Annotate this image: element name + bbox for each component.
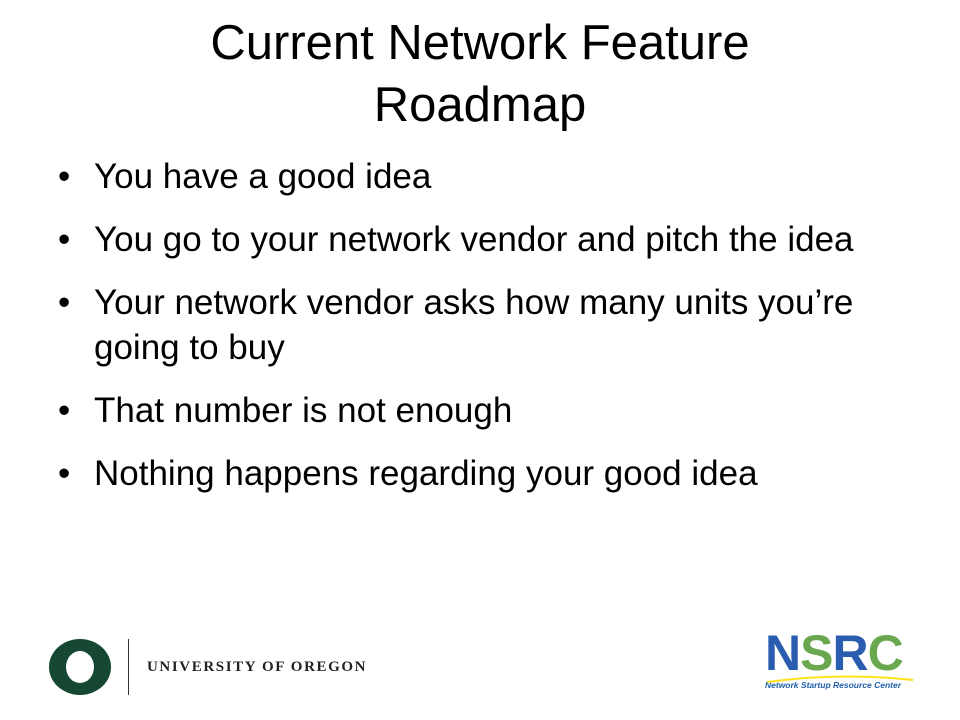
bullet-item: • Your network vendor asks how many unit… bbox=[58, 280, 918, 370]
bullet-marker: • bbox=[58, 220, 71, 259]
nsrc-letter-n: N bbox=[765, 625, 801, 681]
bullet-item: • You go to your network vendor and pitc… bbox=[58, 217, 918, 262]
nsrc-subtitle: Network Startup Resource Center bbox=[765, 680, 902, 690]
slide-title-line-1: Current Network Feature bbox=[210, 16, 750, 70]
bullet-text: That number is not enough bbox=[94, 391, 513, 430]
bullet-marker: • bbox=[58, 391, 71, 430]
bullet-list: • You have a good idea • You go to your … bbox=[58, 154, 918, 514]
nsrc-swoosh-icon bbox=[766, 675, 914, 683]
bullet-item: • You have a good idea bbox=[58, 154, 918, 199]
bullet-marker: • bbox=[58, 454, 71, 493]
nsrc-letters: NSRC bbox=[765, 628, 915, 678]
nsrc-letter-r: R bbox=[832, 625, 868, 681]
bullet-marker: • bbox=[58, 157, 71, 196]
slide-title: Current Network Feature Roadmap bbox=[60, 12, 900, 136]
nsrc-letter-s: S bbox=[800, 625, 833, 681]
bullet-text: Your network vendor asks how many units … bbox=[94, 283, 854, 367]
nsrc-logo: NSRC Network Startup Resource Center bbox=[765, 628, 915, 700]
slide-title-line-2: Roadmap bbox=[373, 78, 587, 132]
bullet-item: • Nothing happens regarding your good id… bbox=[58, 451, 918, 496]
bullet-marker: • bbox=[58, 283, 71, 322]
bullet-text: You have a good idea bbox=[94, 157, 432, 196]
bullet-item: • That number is not enough bbox=[58, 388, 918, 433]
nsrc-letter-c: C bbox=[867, 625, 904, 681]
university-of-oregon-o-logo-icon bbox=[49, 639, 111, 695]
footer-divider bbox=[128, 639, 129, 695]
bullet-text: Nothing happens regarding your good idea bbox=[94, 454, 758, 493]
university-name: UNIVERSITY OF OREGON bbox=[147, 658, 368, 675]
university-of-oregon-footer: UNIVERSITY OF OREGON bbox=[48, 636, 367, 698]
bullet-text: You go to your network vendor and pitch … bbox=[94, 220, 854, 259]
